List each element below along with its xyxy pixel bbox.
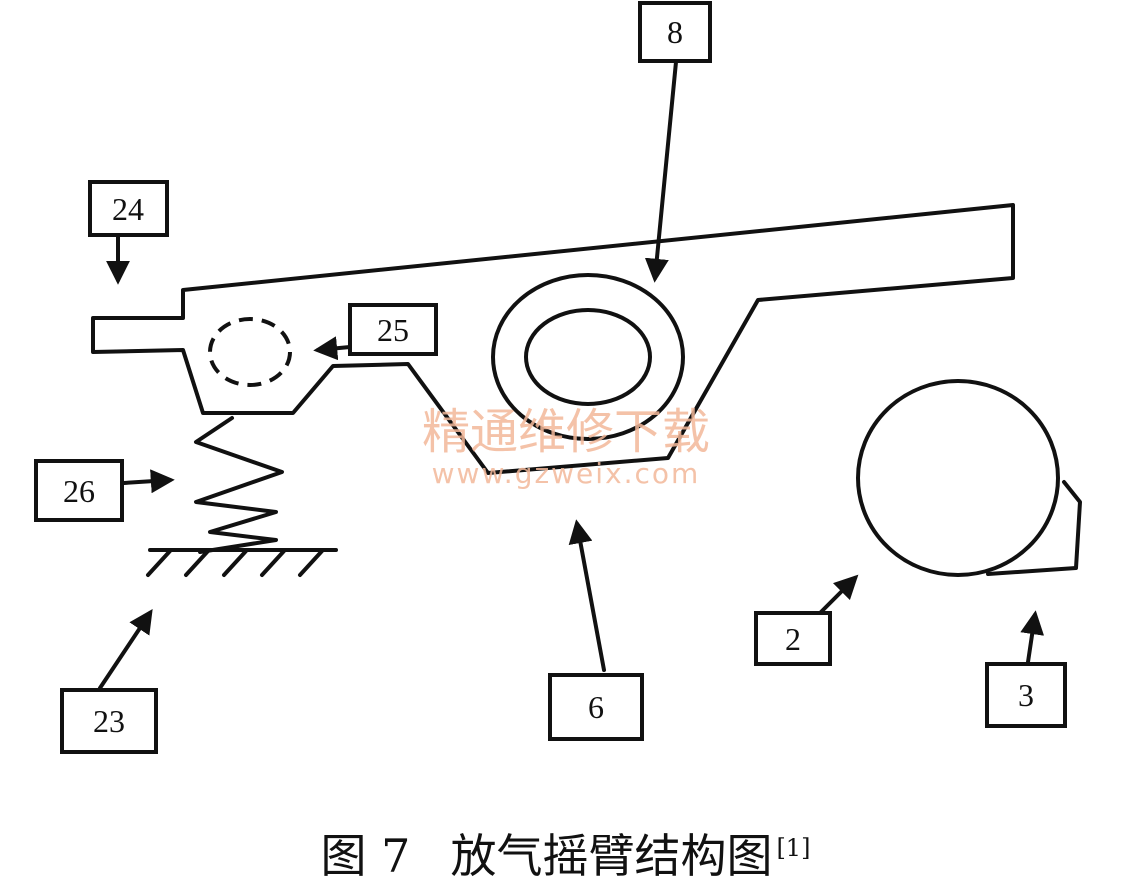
caption-number: 图 7 <box>320 829 411 883</box>
label-24-text: 24 <box>112 191 144 227</box>
leader-26 <box>122 469 175 494</box>
figure-caption: 图 7 放气摇臂结构图[1] <box>0 820 1131 886</box>
label-box-3: 3 <box>985 662 1067 728</box>
watermark-url: www.gzweix.com <box>432 457 701 490</box>
label-6-text: 6 <box>588 689 604 725</box>
leader-25 <box>313 336 352 361</box>
bushing-outer-ring <box>491 273 685 441</box>
label-2-text: 2 <box>785 621 801 657</box>
leader-6 <box>568 519 606 672</box>
label-25-text: 25 <box>377 312 409 348</box>
leader-2 <box>819 574 859 614</box>
label-box-25: 25 <box>348 303 438 356</box>
label-box-6: 6 <box>548 673 644 741</box>
cam-lobe <box>986 480 1082 576</box>
watermark-title: 精通维修下载 <box>422 404 710 460</box>
leader-23 <box>98 609 153 690</box>
caption-reference: [1] <box>776 833 811 862</box>
label-23-text: 23 <box>93 703 125 739</box>
ground-hatch <box>146 549 324 577</box>
label-box-26: 26 <box>34 459 124 522</box>
dashed-roller <box>208 317 292 387</box>
cam-circle <box>856 379 1060 577</box>
label-26-text: 26 <box>63 473 95 509</box>
label-box-24: 24 <box>88 180 169 237</box>
label-8-text: 8 <box>667 14 683 50</box>
label-box-23: 23 <box>60 688 158 754</box>
label-box-2: 2 <box>754 611 832 666</box>
leader-3 <box>1020 610 1045 664</box>
bushing-inner-ring <box>524 308 652 406</box>
caption-text: 放气摇臂结构图 <box>450 829 773 883</box>
rocker-arm-body <box>91 203 1015 475</box>
spring <box>194 416 284 554</box>
leader-8 <box>644 60 678 283</box>
label-3-text: 3 <box>1018 677 1034 713</box>
label-box-8: 8 <box>638 1 712 63</box>
